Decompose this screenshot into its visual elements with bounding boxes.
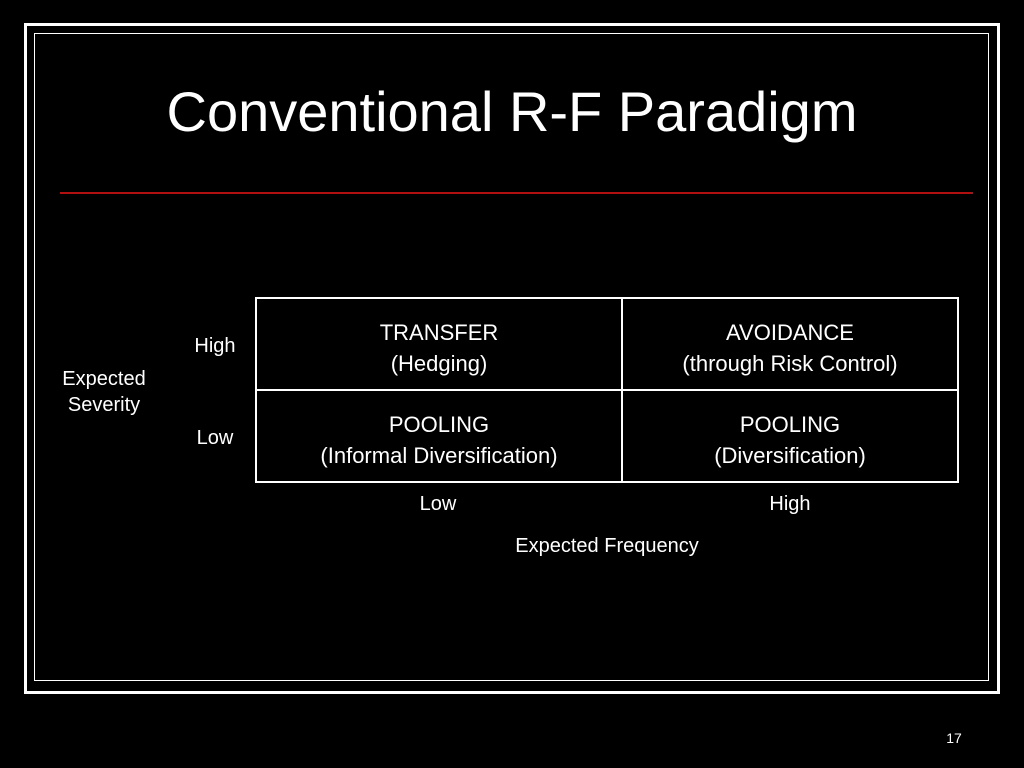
slide-inner-border	[34, 33, 989, 681]
cell-detail: (Diversification)	[714, 443, 866, 468]
slide-outer-border	[24, 23, 1000, 694]
cell-heading: POOLING	[739, 412, 841, 437]
cell-detail: (Informal Diversification)	[320, 443, 558, 468]
y-axis-label: Expected Severity	[62, 368, 146, 416]
title-divider	[60, 192, 973, 194]
row-label-high: High	[194, 335, 236, 357]
cell-heading: TRANSFER	[379, 320, 499, 345]
row-label-low: Low	[196, 427, 234, 449]
slide-title: Conventional R-F Paradigm	[166, 80, 858, 143]
cell-low-severity-high-frequency: POOLING (Diversification)	[623, 391, 957, 481]
cell-low-severity-low-frequency: POOLING (Informal Diversification)	[257, 391, 623, 481]
cell-heading: AVOIDANCE	[726, 320, 854, 345]
cell-detail: (through Risk Control)	[682, 351, 898, 376]
cell-detail: (Hedging)	[390, 351, 488, 376]
cell-high-severity-low-frequency: TRANSFER (Hedging)	[257, 299, 623, 391]
cell-high-severity-high-frequency: AVOIDANCE (through Risk Control)	[623, 299, 957, 391]
cell-heading: POOLING	[388, 412, 490, 437]
column-label-low: Low	[419, 493, 457, 515]
x-axis-label: Expected Frequency	[515, 535, 699, 557]
page-number: 17	[946, 730, 962, 746]
column-label-high: High	[769, 493, 811, 515]
risk-frequency-matrix: TRANSFER (Hedging) AVOIDANCE (through Ri…	[255, 297, 959, 483]
